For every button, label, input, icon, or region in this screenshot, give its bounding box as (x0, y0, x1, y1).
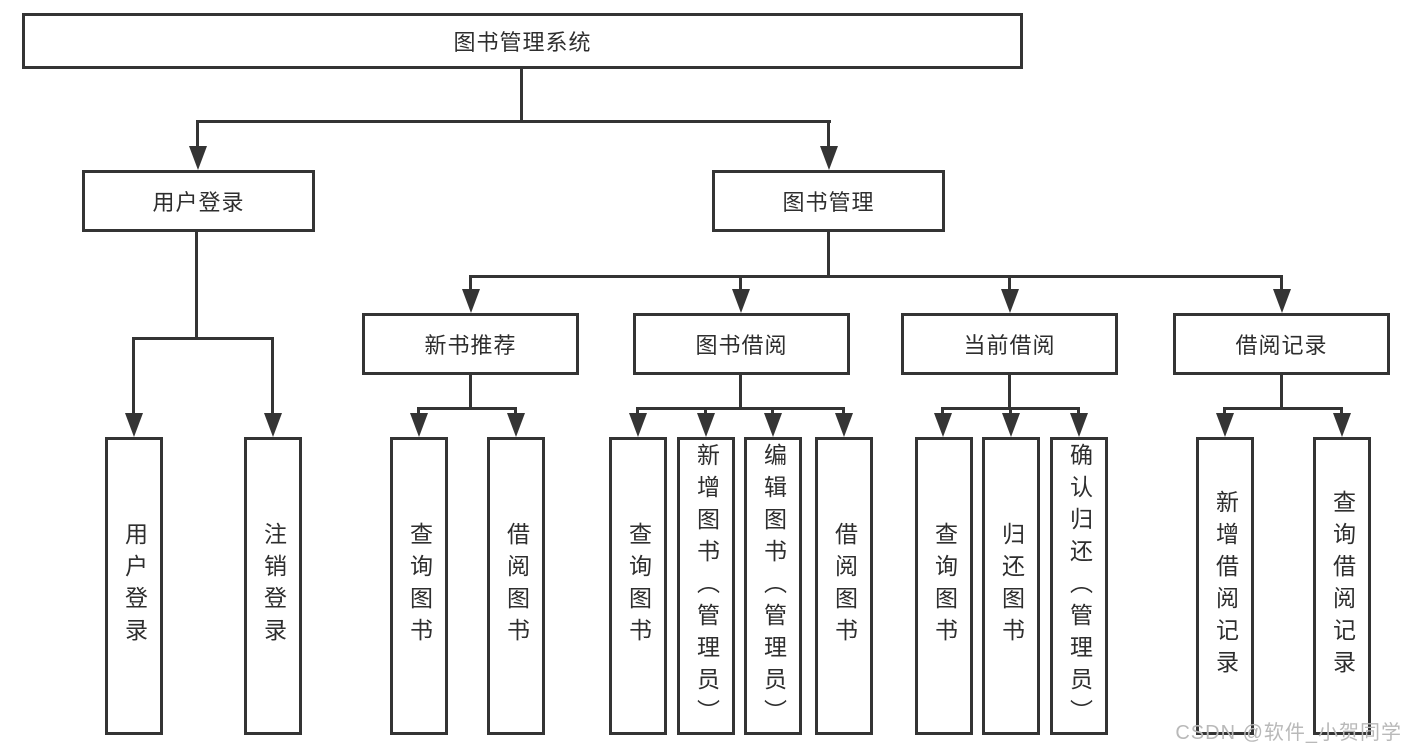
node-label: 图书管理 (782, 190, 875, 215)
connector-line (417, 407, 420, 417)
arrow-down-icon (189, 146, 207, 170)
connector-line (195, 232, 198, 337)
connector-line (196, 120, 199, 148)
leaf-label: 新增图书（管理员） (693, 443, 720, 731)
arrow-down-icon (507, 413, 525, 437)
leaf-return-books: 归还图书 (982, 437, 1040, 735)
connector-line (1280, 375, 1283, 407)
connector-line (941, 407, 944, 417)
arrow-down-icon (125, 413, 143, 437)
node-current-borrowing: 当前借阅 (901, 313, 1118, 375)
leaf-label: 查询借阅记录 (1329, 490, 1356, 682)
node-root-library-system: 图书管理系统 (22, 13, 1023, 69)
connector-line (1008, 375, 1011, 407)
arrow-down-icon (835, 413, 853, 437)
node-user-login: 用户登录 (82, 170, 315, 232)
node-new-book-recommend: 新书推荐 (362, 313, 579, 375)
connector-line (1077, 407, 1080, 417)
connector-line (132, 337, 135, 415)
leaf-query-borrow-record: 查询借阅记录 (1313, 437, 1371, 735)
connector-line (1223, 407, 1343, 410)
connector-line (636, 407, 845, 410)
connector-line (469, 275, 472, 291)
connector-line (271, 337, 274, 415)
connector-line (1340, 407, 1343, 417)
leaf-logout: 注销登录 (244, 437, 302, 735)
node-label: 图书借阅 (695, 333, 788, 358)
connector-line (771, 407, 774, 417)
arrow-down-icon (629, 413, 647, 437)
leaf-add-borrow-record: 新增借阅记录 (1196, 437, 1254, 735)
leaf-label: 查询图书 (406, 522, 433, 650)
node-label: 借阅记录 (1235, 333, 1328, 358)
leaf-label: 用户登录 (121, 522, 148, 650)
connector-line (520, 69, 523, 120)
connector-line (739, 375, 742, 407)
arrow-down-icon (1273, 289, 1291, 313)
connector-line (739, 275, 742, 291)
leaf-edit-books-admin: 编辑图书（管理员） (744, 437, 802, 735)
connector-line (1008, 275, 1011, 291)
node-borrowing-records: 借阅记录 (1173, 313, 1390, 375)
arrow-down-icon (1216, 413, 1234, 437)
node-label: 图书管理系统 (453, 30, 592, 55)
arrow-down-icon (764, 413, 782, 437)
leaf-label: 确认归还（管理员） (1066, 443, 1093, 731)
connector-line (132, 337, 274, 340)
node-book-borrowing: 图书借阅 (633, 313, 850, 375)
leaf-label: 借阅图书 (831, 522, 858, 650)
arrow-down-icon (820, 146, 838, 170)
arrow-down-icon (1070, 413, 1088, 437)
arrow-down-icon (934, 413, 952, 437)
leaf-query-books-borrowing: 查询图书 (609, 437, 667, 735)
connector-line (827, 232, 830, 275)
connector-line (704, 407, 707, 417)
arrow-down-icon (264, 413, 282, 437)
leaf-label: 新增借阅记录 (1212, 490, 1239, 682)
leaf-borrow-books-recommend: 借阅图书 (487, 437, 545, 735)
leaf-label: 查询图书 (625, 522, 652, 650)
leaf-query-books-recommend: 查询图书 (390, 437, 448, 735)
arrow-down-icon (1001, 289, 1019, 313)
leaf-query-books-current: 查询图书 (915, 437, 973, 735)
connector-line (196, 120, 831, 123)
node-book-management: 图书管理 (712, 170, 945, 232)
leaf-user-login: 用户登录 (105, 437, 163, 735)
leaf-add-books-admin: 新增图书（管理员） (677, 437, 735, 735)
node-label: 当前借阅 (963, 333, 1056, 358)
leaf-borrow-books: 借阅图书 (815, 437, 873, 735)
connector-line (1009, 407, 1012, 417)
connector-line (469, 375, 472, 407)
leaf-label: 归还图书 (998, 522, 1025, 650)
csdn-watermark: CSDN @软件_小贺同学 (1175, 722, 1402, 744)
arrow-down-icon (410, 413, 428, 437)
connector-line (1223, 407, 1226, 417)
connector-line (842, 407, 845, 417)
arrow-down-icon (462, 289, 480, 313)
arrow-down-icon (1002, 413, 1020, 437)
leaf-label: 编辑图书（管理员） (760, 443, 787, 731)
arrow-down-icon (697, 413, 715, 437)
leaf-confirm-return-admin: 确认归还（管理员） (1050, 437, 1108, 735)
arrow-down-icon (732, 289, 750, 313)
leaf-label: 查询图书 (931, 522, 958, 650)
connector-line (636, 407, 639, 417)
arrow-down-icon (1333, 413, 1351, 437)
leaf-label: 注销登录 (260, 522, 287, 650)
connector-line (417, 407, 517, 410)
connector-line (514, 407, 517, 417)
node-label: 用户登录 (152, 190, 245, 215)
connector-line (469, 275, 1282, 278)
connector-line (1280, 275, 1283, 291)
connector-line (827, 120, 830, 148)
leaf-label: 借阅图书 (503, 522, 530, 650)
node-label: 新书推荐 (424, 333, 517, 358)
